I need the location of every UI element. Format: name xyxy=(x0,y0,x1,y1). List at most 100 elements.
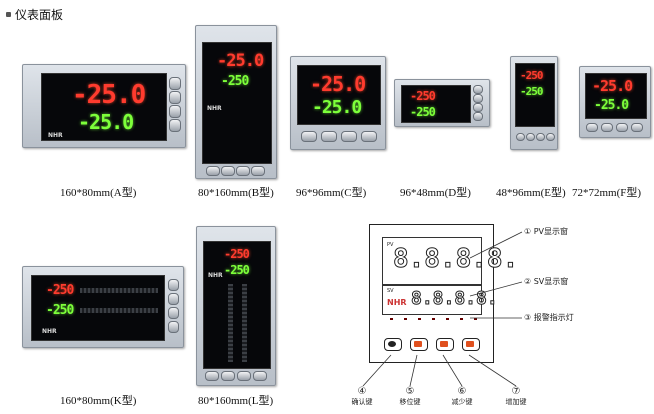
key-4[interactable] xyxy=(631,123,643,132)
key-4[interactable] xyxy=(473,112,483,121)
meter-k-display: -250 -250 NHR xyxy=(31,275,165,341)
key-3[interactable] xyxy=(536,133,545,141)
callout-alarm: ③ 报警指示灯 xyxy=(524,312,574,323)
brand-logo: NHR xyxy=(48,132,63,139)
key-label-confirm: ④ 确认键 xyxy=(342,386,382,407)
pv-window: PV 8.8.8.8. xyxy=(382,237,519,285)
key-4[interactable] xyxy=(546,133,555,141)
meter-f: -25.0 -25.0 xyxy=(579,66,651,138)
key-1[interactable] xyxy=(205,371,219,381)
key-3[interactable] xyxy=(236,166,250,176)
pv-bargraph xyxy=(228,284,233,362)
brand-logo: NHR xyxy=(208,272,223,279)
key-4[interactable] xyxy=(253,371,267,381)
caption-l: 80*160mm(L型) xyxy=(198,395,274,407)
confirm-key[interactable] xyxy=(384,338,402,351)
meter-d-display: -250 -250 xyxy=(401,85,471,123)
meter-e: -250 -250 xyxy=(510,56,558,150)
key-num: ⑦ xyxy=(511,386,521,397)
key-3[interactable] xyxy=(341,131,357,142)
key-num: ⑥ xyxy=(457,386,467,397)
callout-num: ③ xyxy=(524,313,532,322)
sv-bargraph xyxy=(80,308,158,313)
alarm-led xyxy=(418,318,421,320)
pv-readout: -25.0 xyxy=(72,80,146,110)
panel-diagram: PV 8.8.8.8. SV NHR 8.8.8.8. xyxy=(369,224,519,363)
decrease-key[interactable] xyxy=(436,338,454,351)
key-4[interactable] xyxy=(361,131,377,142)
key-3[interactable] xyxy=(168,307,179,319)
key-1[interactable] xyxy=(169,77,181,90)
key-1[interactable] xyxy=(516,133,525,141)
key-1[interactable] xyxy=(586,123,598,132)
meter-b: -25.0 -250 NHR xyxy=(195,25,277,179)
meter-a: -25.0 -25.0 NHR xyxy=(22,64,186,148)
caption-b: 80*160mm(B型) xyxy=(198,187,274,199)
shift-icon xyxy=(414,341,422,347)
meter-c-display: -25.0 -25.0 xyxy=(297,65,381,125)
section-title: 仪表面板 xyxy=(15,7,64,22)
callout-sv: ② SV显示窗 xyxy=(524,276,568,287)
section-header: 仪表面板 xyxy=(6,6,63,22)
key-2[interactable] xyxy=(221,371,235,381)
meter-f-display: -25.0 -25.0 xyxy=(585,73,647,119)
key-1[interactable] xyxy=(206,166,220,176)
key-3[interactable] xyxy=(237,371,251,381)
key-2[interactable] xyxy=(526,133,535,141)
sv-readout: -25.0 xyxy=(594,98,629,113)
sv-readout: -250 xyxy=(520,85,543,98)
alarm-led xyxy=(460,318,463,320)
key-2[interactable] xyxy=(168,293,179,305)
pv-digits: 8.8.8.8. xyxy=(392,244,519,275)
meter-l: -250 -250 NHR xyxy=(196,226,276,386)
key-name: 移位键 xyxy=(399,398,421,406)
key-2[interactable] xyxy=(473,94,483,103)
brand-logo: NHR xyxy=(207,105,222,112)
key-4[interactable] xyxy=(251,166,265,176)
brand-logo: NHR xyxy=(42,328,57,335)
key-1[interactable] xyxy=(301,131,317,142)
key-3[interactable] xyxy=(616,123,628,132)
key-2[interactable] xyxy=(221,166,235,176)
pv-tag: PV xyxy=(387,242,394,248)
sv-bargraph xyxy=(242,284,247,362)
alarm-leds xyxy=(390,318,480,324)
pv-readout: -25.0 xyxy=(592,77,633,95)
key-num: ④ xyxy=(357,386,367,397)
increase-icon xyxy=(466,341,474,347)
callout-pv: ① PV显示窗 xyxy=(524,226,568,237)
callout-text: 报警指示灯 xyxy=(533,313,574,322)
alarm-led xyxy=(404,318,407,320)
caption-e: 48*96mm(E型) xyxy=(496,187,566,199)
key-2[interactable] xyxy=(321,131,337,142)
key-1[interactable] xyxy=(168,279,179,291)
key-name: 减少键 xyxy=(451,398,473,406)
key-label-decrease: ⑥ 减少键 xyxy=(442,386,482,407)
key-num: ⑤ xyxy=(405,386,415,397)
meter-c: -25.0 -25.0 xyxy=(290,56,386,150)
key-2[interactable] xyxy=(601,123,613,132)
key-label-shift: ⑤ 移位键 xyxy=(390,386,430,407)
key-name: 增加键 xyxy=(505,398,527,406)
key-2[interactable] xyxy=(169,91,181,104)
increase-key[interactable] xyxy=(462,338,480,351)
callout-text: PV显示窗 xyxy=(533,227,569,236)
sv-tag: SV xyxy=(387,288,394,294)
sv-readout: -250 xyxy=(410,105,436,119)
meter-d: -250 -250 xyxy=(394,79,490,127)
shift-key[interactable] xyxy=(410,338,428,351)
callout-text: SV显示窗 xyxy=(533,277,569,286)
key-4[interactable] xyxy=(168,321,179,333)
pv-bargraph xyxy=(80,288,158,293)
key-4[interactable] xyxy=(169,119,181,132)
alarm-led xyxy=(432,318,435,320)
sv-readout: -25.0 xyxy=(78,110,134,134)
key-3[interactable] xyxy=(169,105,181,118)
key-3[interactable] xyxy=(473,103,483,112)
meter-k: -250 -250 NHR xyxy=(22,266,184,348)
sv-digits: 8.8.8.8. xyxy=(411,288,499,310)
meter-l-display: -250 -250 NHR xyxy=(203,241,271,369)
key-1[interactable] xyxy=(473,85,483,94)
sv-readout: -250 xyxy=(221,74,249,89)
